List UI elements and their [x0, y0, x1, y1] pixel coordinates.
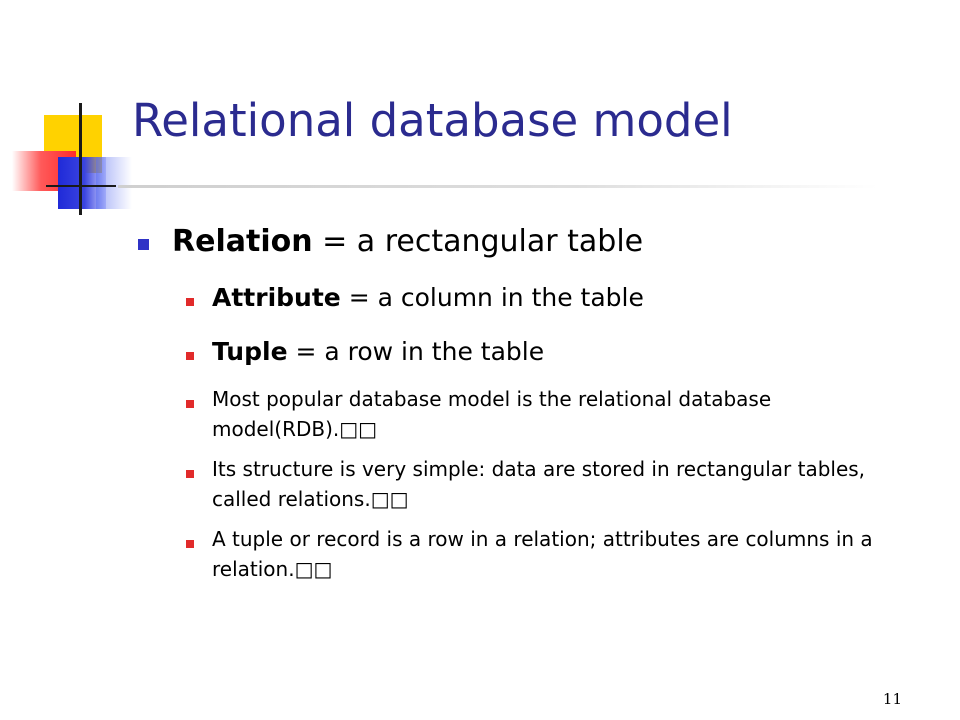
logo-vertical-line [79, 103, 82, 215]
sub-square-bullet-icon [186, 540, 194, 548]
main-square-bullet-icon [138, 239, 149, 250]
sub-bullet-rest: = a column in the table [340, 283, 644, 312]
main-bullet-term: Relation [172, 224, 313, 259]
title-underline [118, 185, 878, 188]
logo-blue-fade [96, 157, 132, 209]
sub-bullet-structure: Its structure is very simple: data are s… [212, 457, 866, 511]
sub-bullet-tuple: Tuple = a row in the table [212, 337, 544, 366]
sub-bullet-rest: = a row in the table [287, 337, 545, 366]
slide-title: Relational database model [132, 94, 733, 147]
sub-bullet-rdb: Most popular database model is the relat… [212, 387, 772, 441]
main-bullet-text: Relation = a rectangular table [172, 224, 643, 259]
sub-bullet-term: Tuple [212, 337, 288, 366]
sub-square-bullet-icon [186, 298, 194, 306]
main-bullet-rest: = a rectangular table [312, 224, 644, 259]
sub-bullet-tuple-record: A tuple or record is a row in a relation… [212, 527, 873, 581]
sub-square-bullet-icon [186, 400, 194, 408]
sub-square-bullet-icon [186, 470, 194, 478]
sub-bullet-attribute: Attribute = a column in the table [212, 283, 644, 312]
sub-bullet-term: Attribute [212, 283, 341, 312]
page-number: 11 [882, 690, 902, 708]
sub-square-bullet-icon [186, 352, 194, 360]
logo-horizontal-line [46, 185, 116, 187]
overlapping-squares-logo-icon [0, 95, 140, 225]
